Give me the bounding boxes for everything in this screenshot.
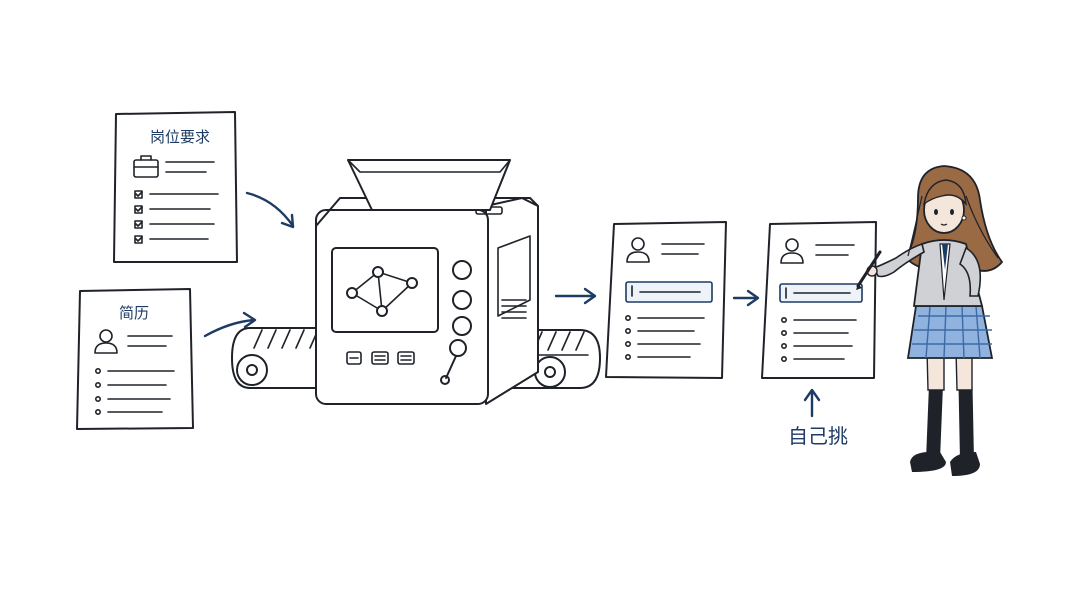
- person-icon: [780, 238, 804, 264]
- arrow-icon: [803, 388, 821, 418]
- resume-document: 简历: [76, 288, 194, 430]
- checkbox-icon: [134, 205, 143, 214]
- bullet-list: [95, 367, 175, 415]
- pen-icon: [856, 250, 882, 290]
- screening-machine: [231, 159, 601, 405]
- checkbox-icon: [134, 235, 143, 244]
- arrow-icon: [554, 287, 597, 305]
- checkbox-icon: [134, 190, 143, 199]
- arrow-icon: [732, 289, 760, 307]
- job-requirements-document: 岗位要求: [113, 111, 238, 263]
- briefcase-icon: [133, 155, 159, 178]
- girl-character: [856, 165, 1004, 476]
- network-graph-icon: [346, 266, 418, 317]
- resume-label: 简历: [119, 304, 149, 322]
- self-pick-label: 自己挑: [788, 424, 848, 448]
- arrow-icon: [245, 191, 295, 229]
- job-requirements-label: 岗位要求: [150, 128, 210, 146]
- selected-resume-document: [761, 221, 877, 379]
- person-icon: [94, 329, 118, 354]
- arrow-icon: [203, 311, 257, 338]
- checkbox-icon: [134, 220, 143, 229]
- filtered-resume-document: [605, 221, 727, 379]
- checklist: [134, 190, 219, 244]
- person-icon: [626, 237, 650, 263]
